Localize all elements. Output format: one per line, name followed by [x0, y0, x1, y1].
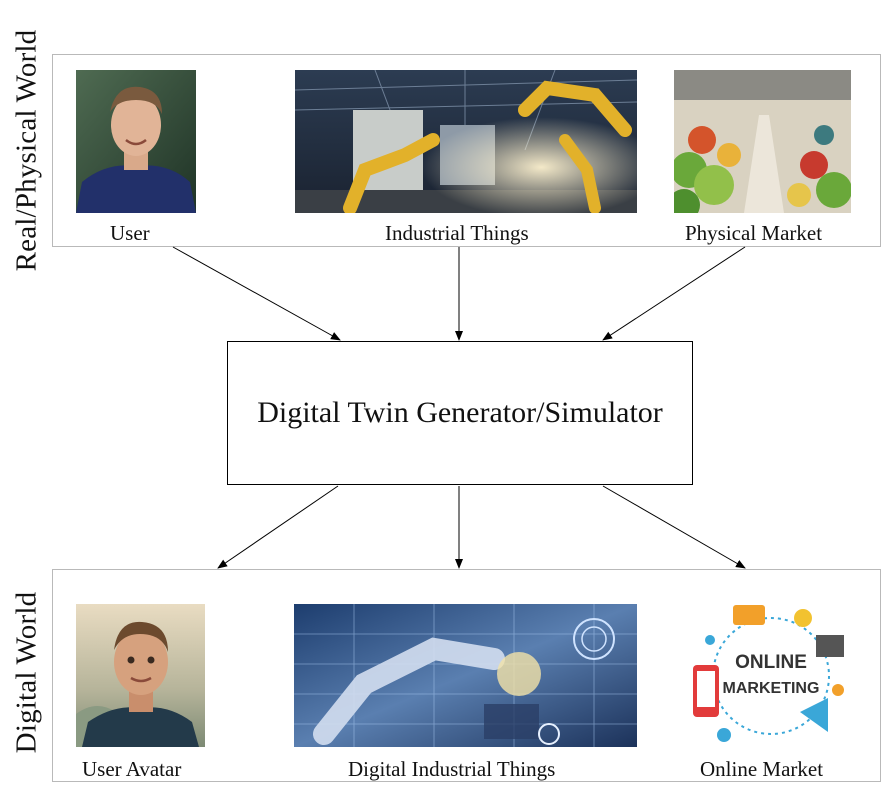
- online-market-caption: Online Market: [700, 757, 824, 781]
- user-photo: [76, 70, 196, 213]
- physical-world-label: Real/Physical World: [10, 29, 43, 271]
- physical-market-photo: [674, 70, 851, 213]
- digital-twin-generator-box: Digital Twin Generator/Simulator: [227, 341, 693, 485]
- digital-world-label: Digital World: [10, 591, 43, 754]
- arrow-user-to-generator: [172, 246, 341, 341]
- arrow-market-to-generator: [602, 246, 746, 341]
- industrial-things-caption: Industrial Things: [385, 221, 529, 245]
- arrow-generator-to-online-market: [602, 485, 746, 569]
- online-market-image: ONLINE MARKETING: [688, 600, 854, 750]
- arrow-generator-to-avatar: [217, 485, 339, 569]
- physical-market-caption: Physical Market: [685, 221, 823, 245]
- digital-twin-generator-label: Digital Twin Generator/Simulator: [257, 396, 663, 429]
- digital-industrial-things-caption: Digital Industrial Things: [348, 757, 556, 781]
- user-avatar-image: [76, 604, 205, 747]
- digital-industrial-things-image: [294, 604, 637, 747]
- online-text: ONLINE: [735, 652, 807, 673]
- marketing-text: MARKETING: [723, 680, 820, 697]
- user-caption: User: [110, 221, 150, 245]
- industrial-things-photo: [295, 70, 637, 213]
- user-avatar-caption: User Avatar: [82, 757, 182, 781]
